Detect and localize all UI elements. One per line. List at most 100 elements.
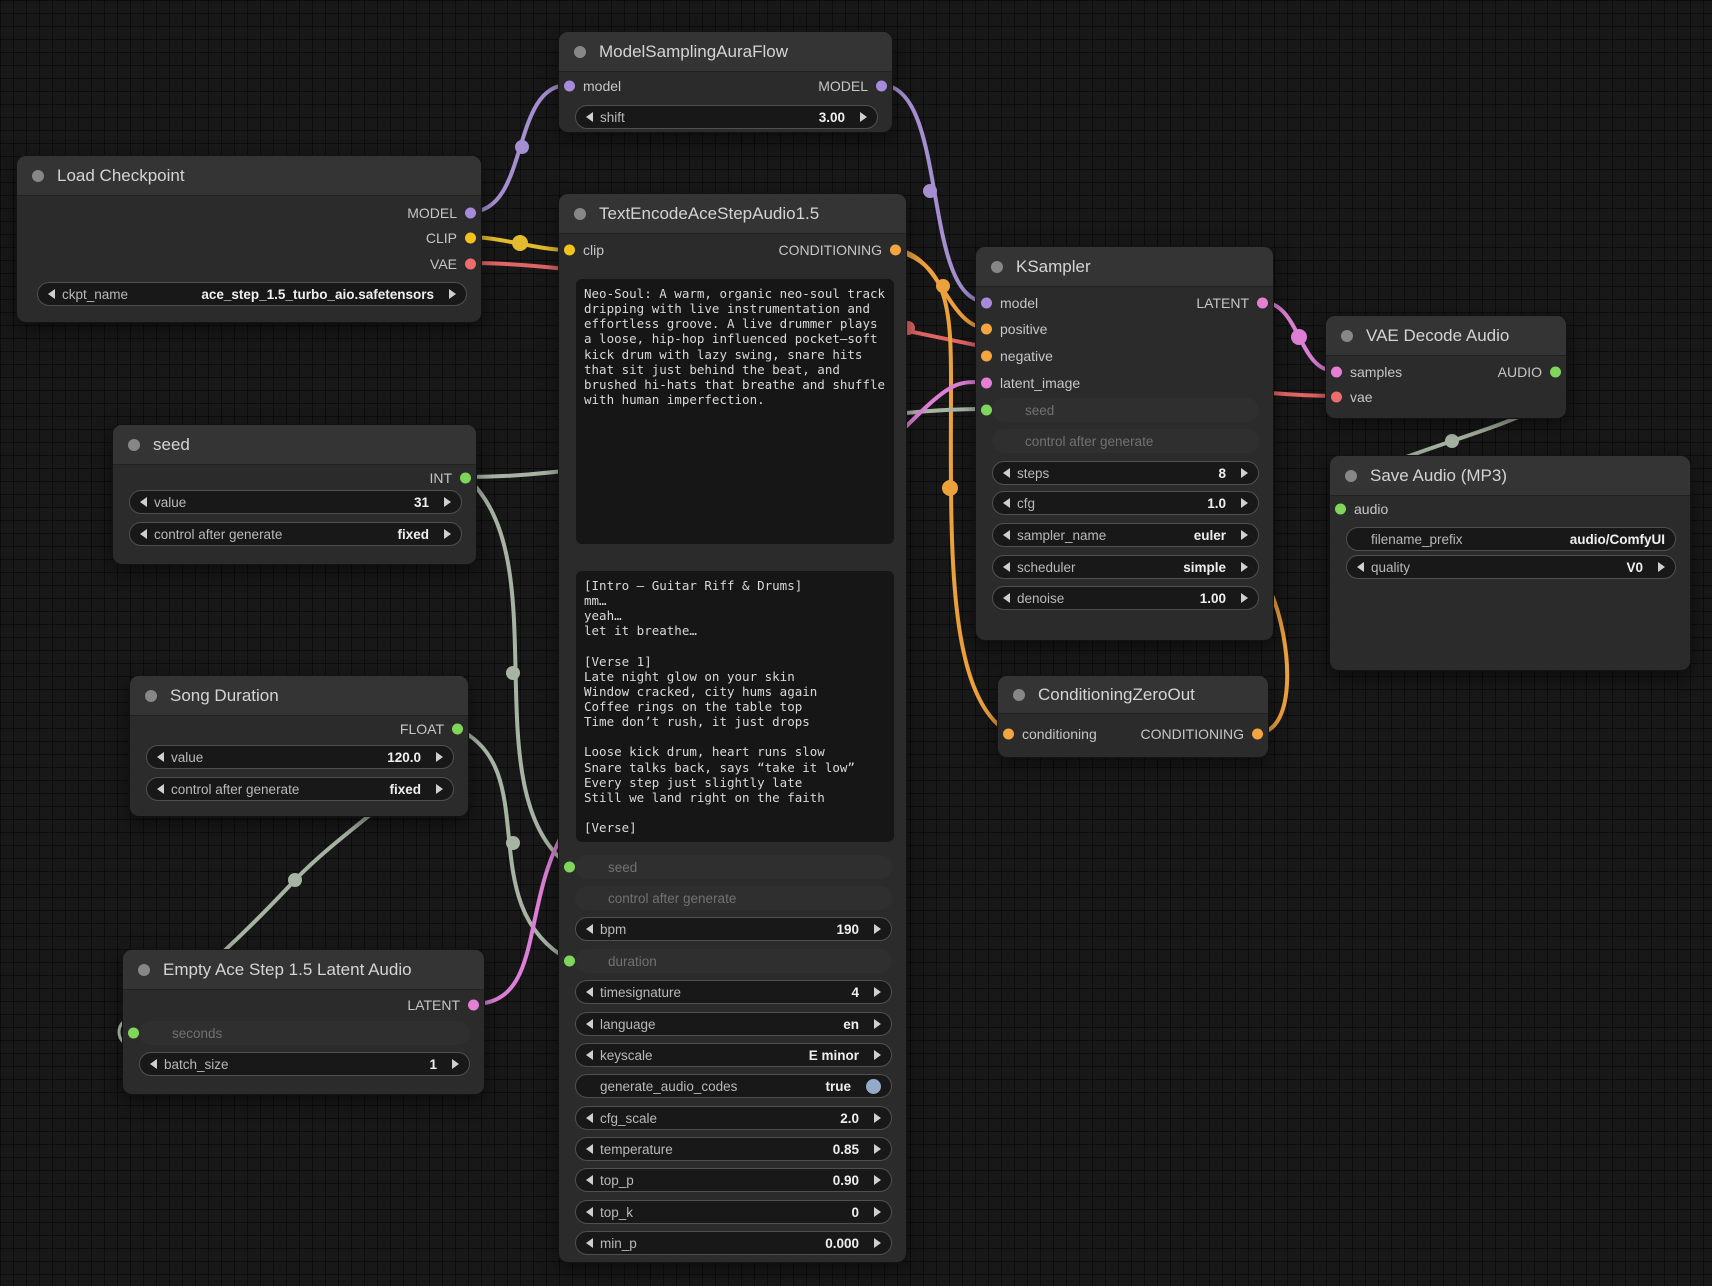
output-slot-latent[interactable] xyxy=(468,999,479,1011)
output-slot-int[interactable] xyxy=(460,472,471,484)
output-slot-audio[interactable] xyxy=(1550,366,1561,378)
duration-widget[interactable]: duration xyxy=(575,949,892,973)
sampler-name-widget[interactable]: sampler_name euler xyxy=(992,523,1259,547)
node-model-sampling-auraflow[interactable]: ModelSamplingAuraFlow model MODEL shift … xyxy=(558,31,893,133)
node-seed[interactable]: seed INT value 31 control after generate… xyxy=(112,424,477,565)
decrement-icon[interactable] xyxy=(586,924,593,934)
min-p-widget[interactable]: min_p 0.000 xyxy=(575,1231,892,1255)
top-p-widget[interactable]: top_p 0.90 xyxy=(575,1168,892,1192)
decrement-icon[interactable] xyxy=(586,112,593,122)
decrement-icon[interactable] xyxy=(586,1238,593,1248)
seed-widget[interactable]: seed xyxy=(575,855,892,879)
increment-icon[interactable] xyxy=(444,497,451,507)
timesignature-widget[interactable]: timesignature 4 xyxy=(575,980,892,1004)
bpm-widget[interactable]: bpm 190 xyxy=(575,917,892,941)
input-slot-model[interactable] xyxy=(564,80,575,92)
input-slot-model[interactable] xyxy=(981,297,992,309)
denoise-widget[interactable]: denoise 1.00 xyxy=(992,586,1259,610)
scheduler-widget[interactable]: scheduler simple xyxy=(992,555,1259,579)
value-widget[interactable]: value 31 xyxy=(129,490,462,514)
node-text-encode-ace-step-audio[interactable]: TextEncodeAceStepAudio1.5 clip CONDITION… xyxy=(558,193,907,1263)
node-ksampler[interactable]: KSampler model LATENT positive negative … xyxy=(975,246,1274,641)
increment-icon[interactable] xyxy=(874,1050,881,1060)
output-slot-conditioning[interactable] xyxy=(1252,728,1263,740)
input-slot-audio[interactable] xyxy=(1335,503,1346,515)
control-after-generate-widget[interactable]: control after generate fixed xyxy=(146,777,454,801)
output-slot-model[interactable] xyxy=(876,80,887,92)
input-slot-samples[interactable] xyxy=(1331,366,1342,378)
increment-icon[interactable] xyxy=(444,529,451,539)
seed-widget[interactable]: seed xyxy=(992,398,1259,422)
decrement-icon[interactable] xyxy=(586,987,593,997)
decrement-icon[interactable] xyxy=(150,1059,157,1069)
node-conditioning-zero-out[interactable]: ConditioningZeroOut conditioning CONDITI… xyxy=(997,675,1269,758)
node-vae-decode-audio[interactable]: VAE Decode Audio samples AUDIO vae xyxy=(1325,315,1567,419)
increment-icon[interactable] xyxy=(436,752,443,762)
temperature-widget[interactable]: temperature 0.85 xyxy=(575,1137,892,1161)
output-slot-float[interactable] xyxy=(452,723,463,735)
node-header[interactable]: Save Audio (MP3) xyxy=(1330,456,1690,496)
decrement-icon[interactable] xyxy=(586,1113,593,1123)
lyrics-textarea[interactable]: [Intro — Guitar Riff & Drums] mm… yeah… … xyxy=(576,571,894,842)
decrement-icon[interactable] xyxy=(1003,562,1010,572)
output-slot-conditioning[interactable] xyxy=(890,244,901,256)
decrement-icon[interactable] xyxy=(1003,498,1010,508)
increment-icon[interactable] xyxy=(874,1144,881,1154)
cfg-widget[interactable]: cfg 1.0 xyxy=(992,491,1259,515)
increment-icon[interactable] xyxy=(860,112,867,122)
decrement-icon[interactable] xyxy=(1003,468,1010,478)
filename-prefix-widget[interactable]: filename_prefix audio/ComfyUI xyxy=(1346,527,1676,551)
language-widget[interactable]: language en xyxy=(575,1012,892,1036)
node-header[interactable]: KSampler xyxy=(976,247,1273,287)
decrement-icon[interactable] xyxy=(586,1207,593,1217)
decrement-icon[interactable] xyxy=(586,1144,593,1154)
increment-icon[interactable] xyxy=(874,1175,881,1185)
increment-icon[interactable] xyxy=(1241,593,1248,603)
increment-icon[interactable] xyxy=(874,924,881,934)
input-slot-seed[interactable] xyxy=(981,404,992,416)
input-slot-latent-image[interactable] xyxy=(981,377,992,389)
cfg-scale-widget[interactable]: cfg_scale 2.0 xyxy=(575,1106,892,1130)
node-header[interactable]: ModelSamplingAuraFlow xyxy=(559,32,892,72)
increment-icon[interactable] xyxy=(452,1059,459,1069)
control-after-generate-widget[interactable]: control after generate fixed xyxy=(129,522,462,546)
input-slot-vae[interactable] xyxy=(1331,391,1342,403)
input-slot-seed[interactable] xyxy=(564,861,575,873)
decrement-icon[interactable] xyxy=(157,784,164,794)
top-k-widget[interactable]: top_k 0 xyxy=(575,1200,892,1224)
increment-icon[interactable] xyxy=(874,1238,881,1248)
seconds-widget[interactable]: seconds xyxy=(139,1021,470,1045)
input-slot-negative[interactable] xyxy=(981,350,992,362)
input-slot-conditioning[interactable] xyxy=(1003,728,1014,740)
prompt-textarea[interactable]: Neo-Soul: A warm, organic neo-soul track… xyxy=(576,279,894,544)
node-song-duration[interactable]: Song Duration FLOAT value 120.0 control … xyxy=(129,675,469,817)
increment-icon[interactable] xyxy=(874,987,881,997)
toggle-knob-icon[interactable] xyxy=(866,1078,881,1094)
decrement-icon[interactable] xyxy=(140,497,147,507)
output-slot-vae[interactable] xyxy=(465,258,476,270)
decrement-icon[interactable] xyxy=(586,1019,593,1029)
node-load-checkpoint[interactable]: Load Checkpoint MODEL CLIP VAE ckpt_name… xyxy=(16,155,482,323)
increment-icon[interactable] xyxy=(436,784,443,794)
generate-audio-codes-toggle[interactable]: generate_audio_codes true xyxy=(575,1074,892,1098)
input-slot-clip[interactable] xyxy=(564,244,575,256)
node-header[interactable]: Empty Ace Step 1.5 Latent Audio xyxy=(123,950,484,990)
input-slot-seconds[interactable] xyxy=(128,1027,139,1039)
output-slot-model[interactable] xyxy=(465,207,476,219)
decrement-icon[interactable] xyxy=(140,529,147,539)
increment-icon[interactable] xyxy=(1241,498,1248,508)
batch-size-widget[interactable]: batch_size 1 xyxy=(139,1052,470,1076)
decrement-icon[interactable] xyxy=(1357,562,1364,572)
node-empty-latent-audio[interactable]: Empty Ace Step 1.5 Latent Audio LATENT s… xyxy=(122,949,485,1095)
decrement-icon[interactable] xyxy=(48,289,55,299)
node-header[interactable]: TextEncodeAceStepAudio1.5 xyxy=(559,194,906,234)
output-slot-latent[interactable] xyxy=(1257,297,1268,309)
node-header[interactable]: Song Duration xyxy=(130,676,468,716)
node-header[interactable]: VAE Decode Audio xyxy=(1326,316,1566,356)
decrement-icon[interactable] xyxy=(1003,593,1010,603)
ckpt-name-widget[interactable]: ckpt_name ace_step_1.5_turbo_aio.safeten… xyxy=(37,282,467,306)
increment-icon[interactable] xyxy=(874,1019,881,1029)
decrement-icon[interactable] xyxy=(586,1050,593,1060)
node-header[interactable]: seed xyxy=(113,425,476,465)
